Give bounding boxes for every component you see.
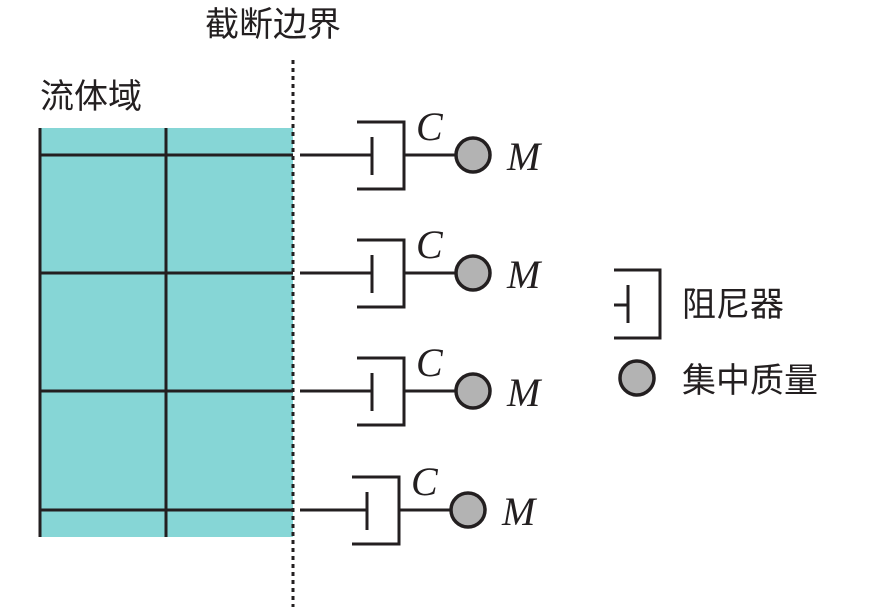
legend: 阻尼器 集中质量	[614, 268, 818, 401]
mass-label: M	[506, 252, 543, 297]
truncation-boundary-label: 截断边界	[205, 5, 341, 45]
dashpot-assembly: CM	[40, 340, 543, 427]
dashpot-assembly: CM	[40, 222, 543, 309]
mass-label: M	[506, 370, 543, 415]
legend-mass-label: 集中质量	[682, 361, 818, 401]
lumped-mass	[454, 254, 492, 292]
mass-label: M	[501, 489, 538, 534]
lumped-mass	[454, 372, 492, 410]
damper-label: C	[416, 104, 444, 149]
mass-label: M	[506, 134, 543, 179]
damper-label: C	[416, 222, 444, 267]
damper-label: C	[416, 340, 444, 385]
dashpot-assembly: CM	[40, 459, 538, 546]
damper-label: C	[411, 459, 439, 504]
lumped-mass	[454, 136, 492, 174]
fluid-domain-label: 流体域	[40, 77, 142, 117]
lumped-mass	[449, 491, 487, 529]
legend-mass-icon	[618, 359, 656, 397]
legend-damper-icon	[614, 268, 662, 340]
legend-damper-label: 阻尼器	[682, 285, 784, 325]
dashpot-assembly: CM	[40, 104, 543, 191]
